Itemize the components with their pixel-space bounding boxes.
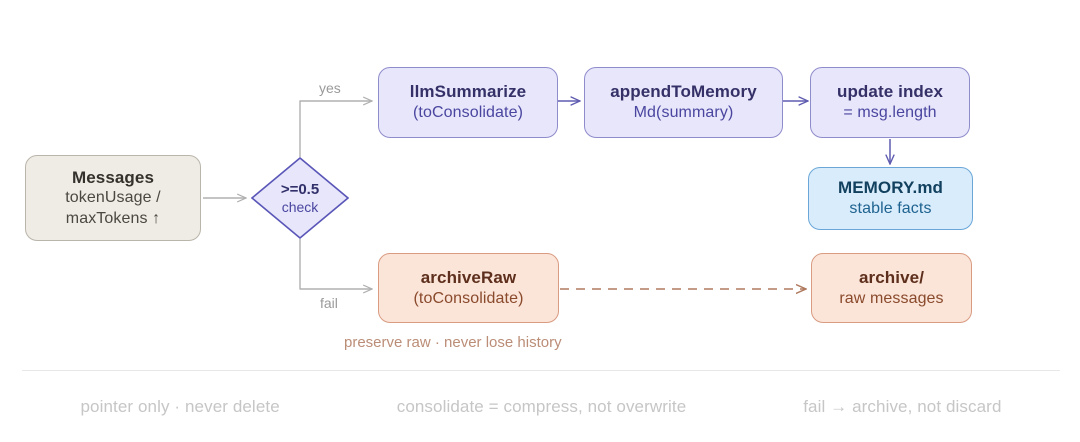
node-messages-line1: tokenUsage /: [65, 189, 161, 207]
node-llm-summarize-line2: (toConsolidate): [413, 104, 523, 122]
node-messages-title: Messages: [71, 167, 155, 187]
node-archive-dir-line1: archive/: [858, 267, 925, 287]
footer-note-1: pointer only · never delete: [80, 397, 280, 416]
footer-note-3: fail → archive, not discard: [803, 397, 1002, 416]
node-memory-md[interactable]: MEMORY.md stable facts: [808, 167, 973, 230]
node-update-index-line2: = msg.length: [843, 104, 937, 122]
node-archive-dir[interactable]: archive/ raw messages: [811, 253, 972, 323]
edge-label-fail: fail: [320, 295, 338, 311]
node-llm-summarize[interactable]: llmSummarize (toConsolidate): [378, 67, 558, 138]
node-memory-md-line1: MEMORY.md: [837, 178, 944, 198]
footer-divider: [22, 370, 1060, 371]
node-check-decision[interactable]: >=0.5 check: [251, 157, 349, 239]
note-preserve-raw: preserve raw · never lose history: [344, 334, 562, 351]
node-check-subtitle: check: [281, 198, 319, 215]
node-update-index-line1: update index: [836, 82, 944, 102]
edge-check-yes-to-llmsummarize: [299, 101, 372, 157]
node-archive-raw-line1: archiveRaw: [420, 267, 517, 287]
node-archive-raw[interactable]: archiveRaw (toConsolidate): [378, 253, 559, 323]
node-messages[interactable]: Messages tokenUsage / maxTokens ↑: [25, 155, 201, 241]
node-check-title: >=0.5: [280, 180, 320, 198]
node-archive-raw-line2: (toConsolidate): [413, 289, 524, 307]
node-append-to-memory-md-line2: Md(summary): [633, 104, 734, 122]
node-messages-line2: maxTokens ↑: [65, 209, 161, 227]
edge-label-yes: yes: [319, 80, 341, 96]
node-append-to-memory-md-line1: appendToMemory: [610, 82, 757, 102]
diamond-shape: [251, 157, 349, 239]
node-memory-md-line2: stable facts: [849, 200, 932, 218]
node-check-text: >=0.5 check: [281, 181, 319, 216]
node-llm-summarize-line1: llmSummarize: [409, 82, 527, 102]
node-append-to-memory-md[interactable]: appendToMemory Md(summary): [584, 67, 783, 138]
edge-check-fail-to-archiveraw: [299, 239, 372, 289]
node-update-index[interactable]: update index = msg.length: [810, 67, 970, 138]
footer-notes: pointer only · never delete consolidate …: [22, 385, 1060, 429]
footer-note-2: consolidate = compress, not overwrite: [396, 397, 687, 416]
node-archive-dir-line2: raw messages: [839, 289, 944, 307]
